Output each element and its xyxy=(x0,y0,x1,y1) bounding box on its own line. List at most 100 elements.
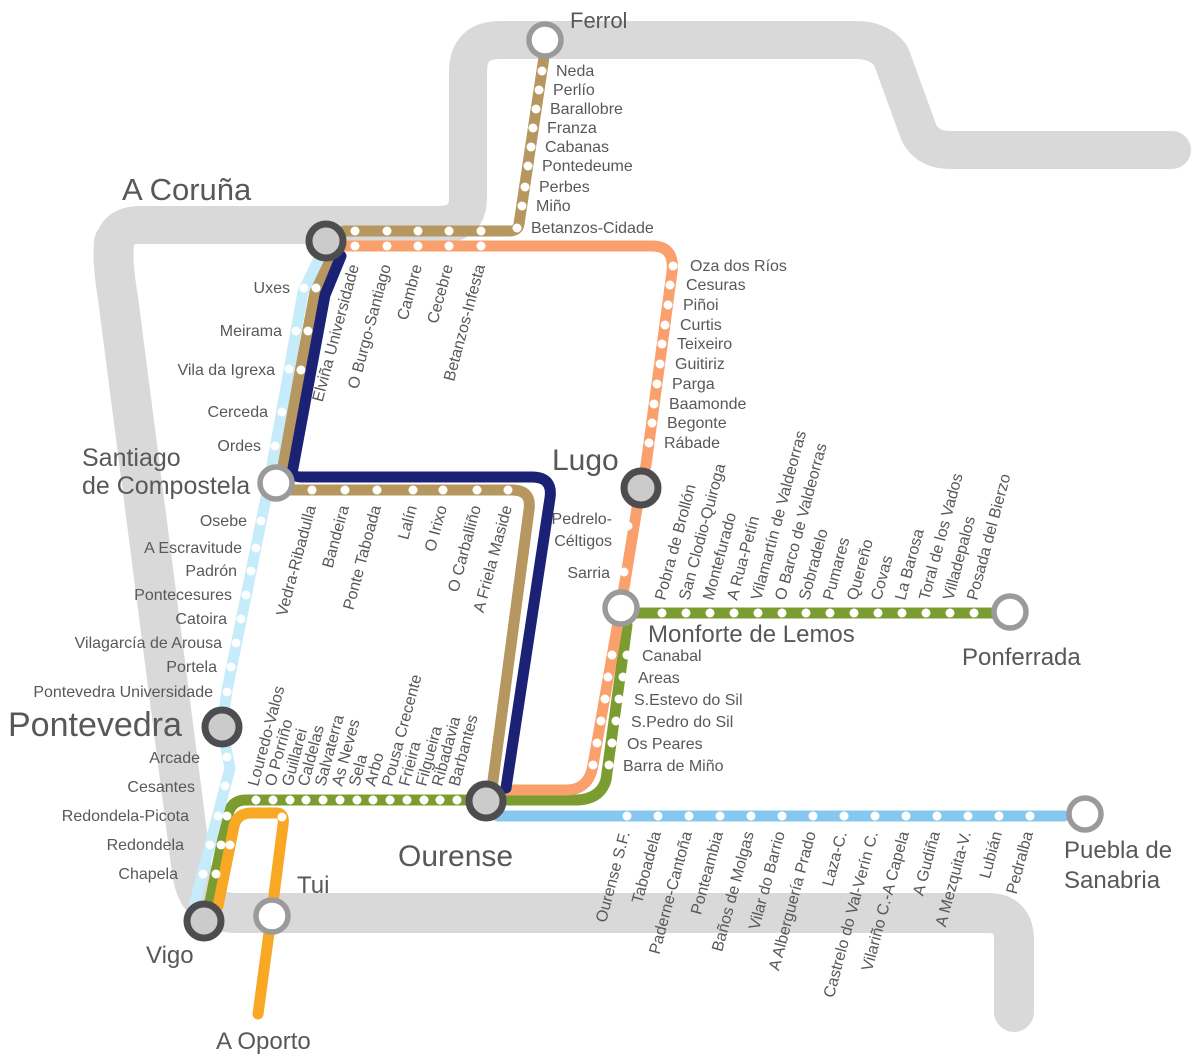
station-dot-guitiriz[interactable] xyxy=(655,359,665,369)
station-dot-o-irixo[interactable] xyxy=(438,485,448,495)
station-dot-portela[interactable] xyxy=(226,662,236,672)
station-dot-a-escravitude[interactable] xyxy=(251,543,261,553)
station-dot-a-rua-pet-n[interactable] xyxy=(729,608,739,618)
station-dot-barra-de-mi-o[interactable] xyxy=(604,760,614,770)
station-dot-pontedeume[interactable] xyxy=(523,161,533,171)
station-dot-paderne-canto-a[interactable] xyxy=(684,811,694,821)
station-dot-cambre[interactable] xyxy=(413,241,423,251)
station-dot-a-friela-maside[interactable] xyxy=(503,485,513,495)
city-pontevedra[interactable] xyxy=(201,706,243,748)
station-dot-lubi-n[interactable] xyxy=(994,811,1004,821)
station-dot-perl-o[interactable] xyxy=(534,85,544,95)
city-vigo[interactable] xyxy=(183,900,225,942)
station-dot-baamonde[interactable] xyxy=(649,399,659,409)
station-dot-pousa-crecente[interactable] xyxy=(385,795,395,805)
station-dot-areas[interactable] xyxy=(618,672,628,682)
station-dot-chapela[interactable] xyxy=(211,869,221,879)
station-dot-s-pedro-do-sil[interactable] xyxy=(596,716,606,726)
station-dot-louredo-valos[interactable] xyxy=(251,795,261,805)
station-dot-uxes[interactable] xyxy=(311,283,321,293)
station-dot-parga[interactable] xyxy=(652,379,662,389)
station-dot-a-alberguer-a-prado[interactable] xyxy=(808,811,818,821)
station-dot-vila-da-igrexa[interactable] xyxy=(296,365,306,375)
station-dot-oza-dos-r-os[interactable] xyxy=(668,261,678,271)
station-dot-s-estevo-do-sil[interactable] xyxy=(614,694,624,704)
station-dot-padr-n[interactable] xyxy=(246,566,256,576)
station-dot-ourense-s-f[interactable] xyxy=(622,811,632,821)
station-dot-vila-da-igrexa[interactable] xyxy=(284,364,294,374)
station-dot-meirama[interactable] xyxy=(291,326,301,336)
station-dot-vilar-do-barrio[interactable] xyxy=(777,811,787,821)
station-dot-o-porri-o[interactable] xyxy=(268,795,278,805)
station-dot-pontecesures[interactable] xyxy=(241,590,251,600)
station-dot-villadepalos[interactable] xyxy=(945,608,955,618)
station-dot-os-peares[interactable] xyxy=(607,738,617,748)
city-ourense[interactable] xyxy=(465,780,507,822)
station-dot-cabanas[interactable] xyxy=(526,142,536,152)
station-dot-castrelo-do-val-ver-n-c[interactable] xyxy=(870,811,880,821)
station-dot-sarria[interactable] xyxy=(619,567,629,577)
station-dot-filgueira[interactable] xyxy=(419,795,429,805)
station-dot-san-clodio-quiroga[interactable] xyxy=(681,608,691,618)
station-dot-caldelas[interactable] xyxy=(301,795,311,805)
station-dot-sela[interactable] xyxy=(352,795,362,805)
station-dot-betanzos-cidade[interactable] xyxy=(512,223,522,233)
station-dot-redondela[interactable] xyxy=(205,840,215,850)
station-dot-o-barco-de-valdeorras[interactable] xyxy=(777,608,787,618)
station-dot-os-peares[interactable] xyxy=(592,738,602,748)
station-dot-ribadavia[interactable] xyxy=(435,795,445,805)
station-dot-betanzos-infesta[interactable] xyxy=(476,241,486,251)
station-dot-arcade[interactable] xyxy=(222,752,232,762)
station-dot-vilamart-n-de-valdeorras[interactable] xyxy=(753,608,763,618)
station-dot-vedra-ribadulla[interactable] xyxy=(307,485,317,495)
station-dot-arbo[interactable] xyxy=(368,795,378,805)
station-dot-pedralba[interactable] xyxy=(1025,811,1035,821)
station-dot-pedrelo-c-ltigos[interactable] xyxy=(623,521,633,531)
station-dot-guillarei[interactable] xyxy=(285,795,295,805)
station-dot-a-mezquita-v[interactable] xyxy=(963,811,973,821)
station-dot-cesuras[interactable] xyxy=(665,280,675,290)
station-dot-pumares[interactable] xyxy=(825,608,835,618)
station-dot-o-burgo-santiago[interactable] xyxy=(382,226,392,236)
station-dot-ba-os-de-molgas[interactable] xyxy=(746,811,756,821)
station-dot-cerceda[interactable] xyxy=(277,407,287,417)
station-dot-catoira[interactable] xyxy=(236,614,246,624)
station-dot-montefurado[interactable] xyxy=(705,608,715,618)
station-dot-canabal[interactable] xyxy=(622,650,632,660)
city-ferrol[interactable] xyxy=(526,21,564,59)
station-dot-begonte[interactable] xyxy=(647,418,657,428)
station-dot-laza-c[interactable] xyxy=(839,811,849,821)
station-dot-s-pedro-do-sil[interactable] xyxy=(611,716,621,726)
station-dot-pontevedra-universidade[interactable] xyxy=(222,687,232,697)
station-dot-salvaterra[interactable] xyxy=(318,795,328,805)
station-dot-toral-de-los-vados[interactable] xyxy=(921,608,931,618)
station-dot-ponteambia[interactable] xyxy=(715,811,725,821)
station-dot-canabal[interactable] xyxy=(607,650,617,660)
station-dot-redondela[interactable] xyxy=(216,840,226,850)
station-dot-teixeiro[interactable] xyxy=(657,339,667,349)
station-dot-quere-o[interactable] xyxy=(849,608,859,618)
station-dot-vilagarc-a-de-arousa[interactable] xyxy=(231,638,241,648)
city-santiago-de-compostela[interactable] xyxy=(257,464,295,502)
city-lugo[interactable] xyxy=(620,467,662,509)
station-dot-a-gudi-a[interactable] xyxy=(932,811,942,821)
station-dot-o-carballi-o[interactable] xyxy=(472,485,482,495)
station-dot-guillarei[interactable] xyxy=(277,812,287,822)
station-dot-areas[interactable] xyxy=(603,672,613,682)
station-dot-bandeira[interactable] xyxy=(340,485,350,495)
station-dot-curtis[interactable] xyxy=(660,320,670,330)
station-dot-mi-o[interactable] xyxy=(517,201,527,211)
station-dot-frieira[interactable] xyxy=(402,795,412,805)
station-dot-cecebre[interactable] xyxy=(444,241,454,251)
station-dot-lal-n[interactable] xyxy=(408,485,418,495)
station-dot-s-estevo-do-sil[interactable] xyxy=(600,694,610,704)
station-dot-covas[interactable] xyxy=(873,608,883,618)
station-dot-vilari-o-c-a-capela[interactable] xyxy=(901,811,911,821)
station-dot-posada-del-bierzo[interactable] xyxy=(969,608,979,618)
station-dot-barallobre[interactable] xyxy=(531,104,541,114)
city-monforte-de-lemos[interactable] xyxy=(602,589,640,627)
station-dot-perbes[interactable] xyxy=(520,182,530,192)
station-dot-betanzos-infesta[interactable] xyxy=(476,226,486,236)
station-dot-cesantes[interactable] xyxy=(220,781,230,791)
city-a-coru-a[interactable] xyxy=(305,220,347,262)
